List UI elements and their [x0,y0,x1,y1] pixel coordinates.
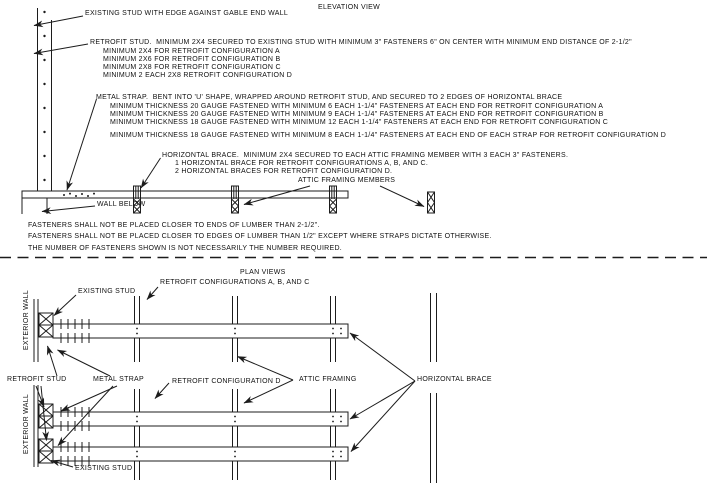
horizontal-brace-line-2: 2 HORIZONTAL BRACES FOR RETROFIT CONFIGU… [175,168,393,175]
attic-framing-label: ATTIC FRAMING [299,376,357,383]
retrofit-stud-line-c: MINIMUM 2X8 FOR RETROFIT CONFIGURATION C [103,64,281,71]
strap-fastener-dots-elevation [63,192,95,197]
retrofit-stud-label: RETROFIT STUD [7,376,67,383]
metal-strap-heading: METAL STRAP. BENT INTO 'U' SHAPE, WRAPPE… [96,94,563,101]
fastener-note-3: THE NUMBER OF FASTENERS SHOWN IS NOT NEC… [28,245,343,252]
fastener-note-2: FASTENERS SHALL NOT BE PLACED CLOSER TO … [28,233,492,240]
horizontal-brace-heading: HORIZONTAL BRACE. MINIMUM 2X4 SECURED TO… [162,152,569,159]
existing-stud-label-lower: EXISTING STUD [75,465,133,472]
metal-strap-line-a: MINIMUM THICKNESS 20 GAUGE FASTENED WITH… [110,103,604,110]
brace-bar-1-fastener-dots [136,327,342,335]
plan-views-title: PLAN VIEWS [240,269,286,276]
attic-framing-members-label: ATTIC FRAMING MEMBERS [298,177,396,184]
brace-bar-3 [52,446,349,462]
retrofit-stud-heading: RETROFIT STUD. MINIMUM 2X4 SECURED TO EX… [90,39,632,46]
retrofit-stud-line-d: MINIMUM 2 EACH 2X8 RETROFIT CONFIGURATIO… [103,72,293,79]
attic-framing-lower-lines [134,389,437,483]
fastener-note-1: FASTENERS SHALL NOT BE PLACED CLOSER TO … [28,222,320,229]
config-abc-label: RETROFIT CONFIGURATIONS A, B, AND C [160,279,310,286]
retrofit-stud-line-b: MINIMUM 2X6 FOR RETROFIT CONFIGURATION B [103,56,281,63]
metal-strap-line-c: MINIMUM THICKNESS 18 GAUGE FASTENED WITH… [110,119,609,126]
existing-stud-elevation [37,8,52,191]
strap-ticks-bar-1 [60,319,90,343]
brace-bar-2-3-fastener-dots [136,415,342,458]
stud-blocks-upper [38,312,54,338]
horizontal-brace-label: HORIZONTAL BRACE [417,376,492,383]
exterior-wall-upper-lines [33,299,39,362]
metal-strap-line-d: MINIMUM THICKNESS 18 GAUGE FASTENED WITH… [110,132,667,139]
attic-framing-upper-lines [134,293,437,362]
wall-below-label: WALL BELOW [97,201,146,208]
exterior-wall-label-lower: EXTERIOR WALL [23,393,30,455]
attic-framing-members-elevation [133,185,435,214]
horizontal-brace-line-1: 1 HORIZONTAL BRACE FOR RETROFIT CONFIGUR… [175,160,429,167]
config-d-label: RETROFIT CONFIGURATION D [172,378,281,385]
retrofit-stud-line-a: MINIMUM 2X4 FOR RETROFIT CONFIGURATION A [103,48,281,55]
stud-fastener-dots [43,10,46,182]
brace-bar-2 [52,411,349,427]
existing-stud-note: EXISTING STUD WITH EDGE AGAINST GABLE EN… [85,10,289,17]
metal-strap-line-b: MINIMUM THICKNESS 20 GAUGE FASTENED WITH… [110,111,604,118]
metal-strap-label: METAL STRAP [93,376,144,383]
elevation-view-title: ELEVATION VIEW [318,4,381,11]
elevation-leader-lines [33,15,425,214]
existing-stud-label-upper: EXISTING STUD [78,288,136,295]
brace-bar-1 [52,323,349,339]
plan-leader-lines [35,286,416,468]
strap-ticks-bar-3 [60,442,90,466]
horizontal-brace-elevation [21,190,349,199]
exterior-wall-label-upper: EXTERIOR WALL [23,289,30,351]
exterior-wall-lower-lines [33,385,39,467]
